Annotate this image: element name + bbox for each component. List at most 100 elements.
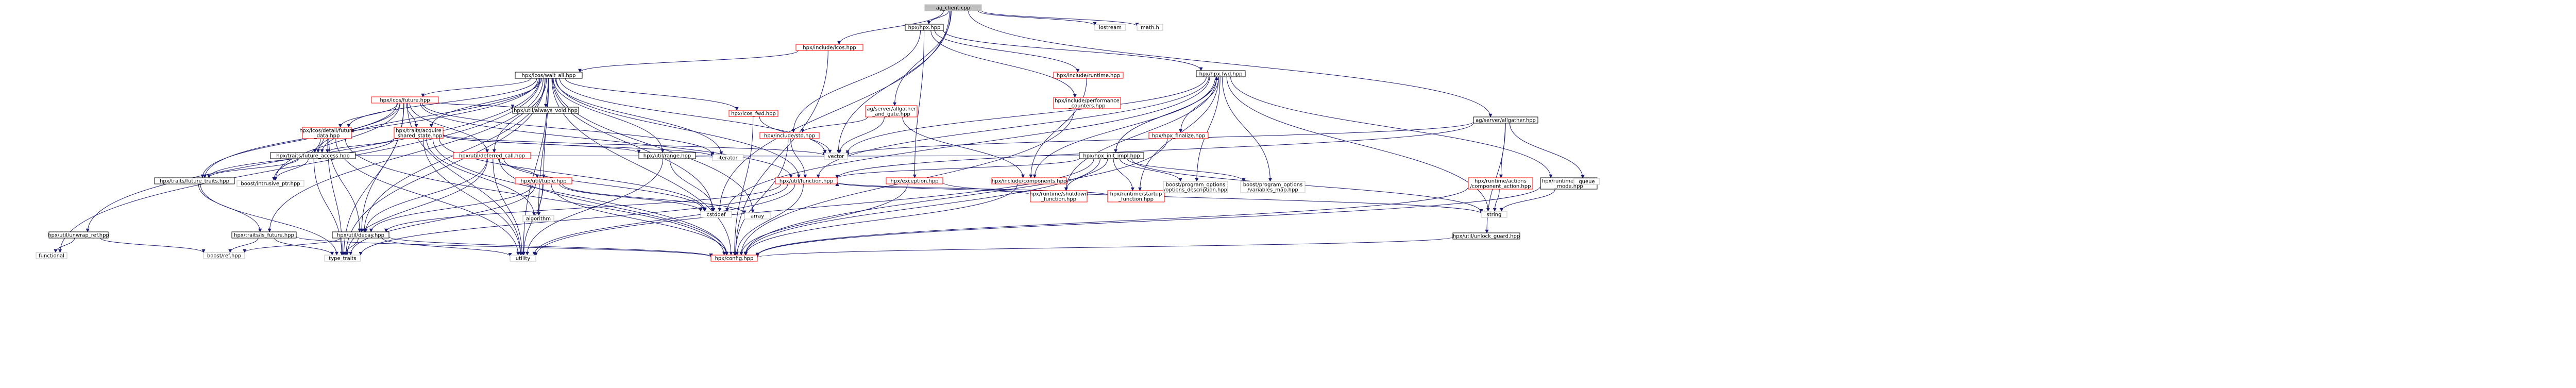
node-util_function[interactable]: hpx/util/function.hpp bbox=[775, 177, 838, 184]
node-comp_action[interactable]: hpx/runtime/actions/component_action.hpp bbox=[1468, 177, 1533, 190]
edge-hpx_fwd-to-components_hpp bbox=[1032, 76, 1216, 178]
node-box bbox=[728, 110, 778, 117]
node-box bbox=[512, 107, 579, 114]
node-boost_ref[interactable]: boost/ref.hpp bbox=[203, 252, 245, 259]
node-future_data[interactable]: hpx/lcos/detail/future_data.hpp bbox=[299, 127, 354, 139]
node-hpx_fwd[interactable]: hpx/hpx.fwd.hpp bbox=[1196, 70, 1246, 77]
node-label: iterator bbox=[718, 156, 738, 161]
node-future_traits[interactable]: hpx/traits/future_traits.hpp bbox=[154, 177, 235, 184]
edge-util_function-to-utility bbox=[532, 183, 795, 256]
edge-acquire_state-to-vector bbox=[443, 134, 826, 156]
node-lcos_hpp[interactable]: hpx/include/lcos.hpp bbox=[795, 44, 863, 51]
node-algorithm[interactable]: algorithm bbox=[522, 215, 554, 222]
node-perf_counters[interactable]: hpx/include/performance_counters.hpp bbox=[1053, 97, 1121, 109]
node-math_h[interactable]: math.h bbox=[1137, 24, 1163, 31]
node-array[interactable]: array bbox=[744, 212, 771, 220]
edge-future_access-to-future_traits bbox=[207, 158, 299, 178]
node-label: algorithm bbox=[526, 216, 551, 222]
node-box bbox=[1053, 97, 1121, 109]
include-edges bbox=[54, 10, 1585, 258]
node-config_hpp[interactable]: hpx/config.hpp bbox=[710, 255, 758, 262]
node-label: hpx/util/decay.hpp bbox=[337, 233, 384, 239]
node-lcos_fwd[interactable]: hpx/lcos_fwd.hpp bbox=[728, 110, 778, 117]
node-decay_hpp[interactable]: hpx/util/decay.hpp bbox=[332, 231, 389, 239]
node-box bbox=[154, 177, 235, 184]
edge-hpx_init_impl-to-opt_desc bbox=[1120, 158, 1182, 182]
edge-util_function-to-decay_hpp bbox=[384, 183, 782, 232]
node-queue[interactable]: queue bbox=[1573, 178, 1600, 185]
node-utility[interactable]: utility bbox=[510, 255, 536, 262]
node-vector[interactable]: vector bbox=[824, 153, 848, 160]
node-box bbox=[700, 211, 732, 218]
node-exception[interactable]: hpx/exception.hpp bbox=[886, 177, 943, 184]
edge-future_traits-to-type_traits bbox=[200, 183, 338, 256]
edge-tuple_hpp-to-decay_hpp bbox=[369, 183, 534, 232]
node-label: hpx/util/range.hpp bbox=[643, 154, 691, 159]
node-box bbox=[332, 231, 389, 239]
node-label: boost/program_options bbox=[1166, 182, 1226, 188]
node-iterator[interactable]: iterator bbox=[712, 154, 744, 161]
node-label: hpx/util/always_void.hpp bbox=[514, 108, 578, 114]
node-lcos_future[interactable]: hpx/lcos/future.hpp bbox=[371, 96, 439, 104]
edge-runtime_mode-to-config_hpp bbox=[755, 185, 1541, 257]
node-future_access[interactable]: hpx/traits/future_access.hpp bbox=[270, 152, 356, 159]
edge-std_hpp-to-config_hpp bbox=[734, 138, 789, 256]
node-tuple_hpp[interactable]: hpx/util/tuple.hpp bbox=[515, 177, 572, 184]
node-hpx_init_impl[interactable]: hpx/hpx_init_impl.hpp bbox=[1079, 152, 1144, 159]
edge-allgather_gate-to-components_hpp bbox=[902, 116, 1025, 178]
node-wait_all[interactable]: hpx/lcos/wait_all.hpp bbox=[515, 72, 583, 79]
node-label: hpx/runtime/startup bbox=[1110, 192, 1162, 197]
node-functional[interactable]: functional bbox=[36, 252, 67, 259]
node-iostream[interactable]: iostream bbox=[1094, 24, 1126, 31]
edge-util_function-to-type_traits bbox=[359, 183, 788, 256]
node-string[interactable]: string bbox=[1481, 211, 1507, 218]
edge-comp_action-to-string bbox=[1493, 189, 1500, 212]
node-unlock_guard[interactable]: hpx/util/unlock_guard.hpp bbox=[1452, 232, 1520, 240]
node-intrusive_ptr[interactable]: boost/intrusive_ptr.hpp bbox=[236, 180, 304, 187]
node-type_traits[interactable]: type_traits bbox=[324, 255, 361, 262]
node-box bbox=[1481, 211, 1507, 218]
node-label: boost/ref.hpp bbox=[207, 254, 241, 259]
node-box bbox=[302, 127, 352, 139]
node-unwrap_ref[interactable]: hpx/util/unwrap_ref.hpp bbox=[48, 231, 109, 239]
edge-deferred_call-to-type_traits bbox=[345, 158, 488, 256]
node-label: hpx/hpx.hpp bbox=[908, 25, 941, 31]
node-startup_fn[interactable]: hpx/runtime/startup_function.hpp bbox=[1107, 190, 1165, 203]
edge-comp_action-to-config_hpp bbox=[755, 187, 1469, 257]
node-shutdown_fn[interactable]: hpx/runtime/shutdown_function.hpp bbox=[1029, 190, 1088, 203]
edge-wait_all-to-lcos_future bbox=[421, 78, 531, 97]
edge-wait_all-to-functional bbox=[58, 78, 540, 253]
node-components_hpp[interactable]: hpx/include/components.hpp bbox=[991, 177, 1067, 184]
node-var_map[interactable]: boost/program_options/variables_map.hpp bbox=[1240, 181, 1306, 193]
node-label: math.h bbox=[1141, 25, 1159, 31]
node-label: hpx/runtime/actions bbox=[1475, 179, 1527, 184]
node-label: ag/server/allgather.hpp bbox=[1476, 118, 1536, 124]
node-ag_client[interactable]: ag_client.cpp bbox=[924, 4, 982, 11]
node-opt_desc[interactable]: boost/program_options/options_descriptio… bbox=[1163, 181, 1228, 193]
node-range_hpp[interactable]: hpx/util/range.hpp bbox=[638, 152, 696, 159]
node-allgather_gate[interactable]: ag/server/allgather_and_gate.hpp bbox=[865, 105, 918, 117]
edge-decay_hpp-to-config_hpp bbox=[388, 236, 713, 257]
node-box bbox=[48, 231, 109, 239]
node-allgather_hpp[interactable]: ag/server/allgather.hpp bbox=[1473, 116, 1538, 124]
edge-hpx_fwd-to-cstddef bbox=[725, 76, 1210, 212]
edge-lcos_future-to-future_access bbox=[316, 103, 400, 153]
node-label: hpx/include/lcos.hpp bbox=[803, 45, 856, 51]
edge-hpx_fwd-to-runtime_mode bbox=[1230, 76, 1553, 178]
node-runtime_inc[interactable]: hpx/include/runtime.hpp bbox=[1053, 72, 1124, 79]
node-cstddef[interactable]: cstddef bbox=[700, 211, 732, 218]
edge-std_hpp-to-util_function bbox=[790, 138, 807, 178]
edge-future_access-to-type_traits bbox=[313, 158, 344, 256]
node-is_void[interactable]: hpx/util/always_void.hpp bbox=[512, 107, 579, 114]
edge-acquire_state-to-config_hpp bbox=[432, 138, 728, 256]
node-acquire_state[interactable]: hpx/traits/acquire_shared_state.hpp bbox=[394, 127, 444, 139]
node-label: hpx/hpx_init_impl.hpp bbox=[1083, 154, 1140, 159]
node-deferred_call[interactable]: hpx/util/deferred_call.hpp bbox=[453, 152, 531, 159]
node-hpx_finalize[interactable]: hpx/hpx_finalize.hpp bbox=[1148, 132, 1209, 139]
node-is_future[interactable]: hpx/traits/is_future.hpp bbox=[231, 231, 297, 239]
node-box bbox=[510, 255, 536, 262]
node-hpx_hpp[interactable]: hpx/hpx.hpp bbox=[905, 24, 944, 31]
node-label: _function.hpp bbox=[1118, 197, 1154, 203]
node-label: /variables_map.hpp bbox=[1247, 188, 1298, 193]
node-std_hpp[interactable]: hpx/include/std.hpp bbox=[759, 132, 820, 139]
